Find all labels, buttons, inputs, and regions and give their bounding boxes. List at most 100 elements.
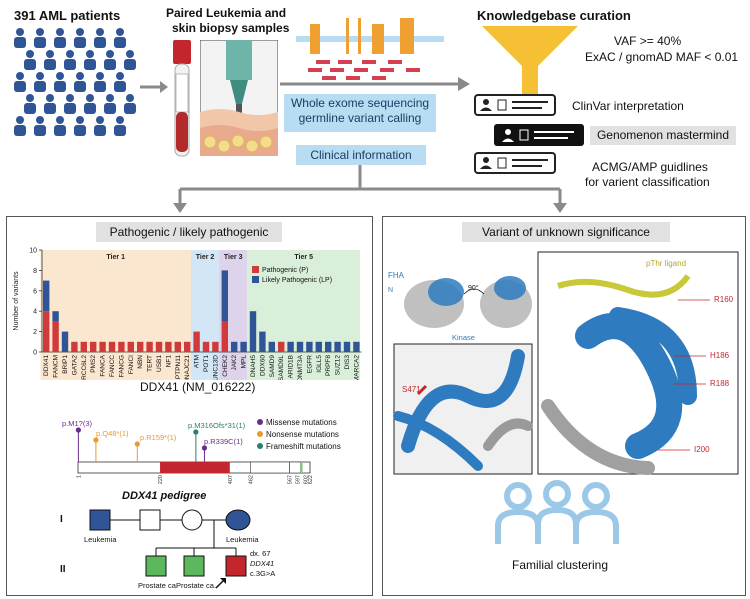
bar-likely-pathogenic <box>249 311 257 352</box>
person-icon <box>34 72 46 92</box>
bar-pathogenic <box>99 341 106 352</box>
x-tick-label: MPL <box>241 355 248 369</box>
person-icon <box>74 72 86 92</box>
bar-pathogenic <box>127 341 134 352</box>
bar-pathogenic <box>90 341 97 352</box>
legend-swatch-pathogenic <box>252 266 259 273</box>
genomenon-doc-icon <box>494 124 584 146</box>
rotation-arrow-icon <box>463 288 485 295</box>
person-head <box>116 28 124 36</box>
residue-label: I200 <box>694 445 710 454</box>
x-tick-label: TERT <box>147 355 154 372</box>
genomenon-box: Genomenon mastermind <box>590 126 736 145</box>
prostate-label: Prostate ca. <box>138 581 178 590</box>
person-icon <box>114 116 126 136</box>
person-head <box>86 50 94 58</box>
bar-likely-pathogenic <box>306 341 313 352</box>
person-head <box>106 94 114 102</box>
bar-likely-pathogenic <box>268 341 275 352</box>
proband-arrow-icon <box>215 579 225 589</box>
position-label: 407 <box>228 475 234 484</box>
bar-pathogenic <box>202 341 210 352</box>
person-head <box>56 116 64 124</box>
person-body <box>44 59 56 70</box>
person-head <box>46 94 54 102</box>
person-icon <box>74 28 86 48</box>
x-tick-label: FANCM <box>53 355 60 378</box>
person-body <box>24 103 36 114</box>
patients-people-icon <box>14 28 136 136</box>
region-a <box>289 461 301 474</box>
bar-pathogenic <box>221 321 228 352</box>
person-head <box>16 116 24 124</box>
beta-sheet-ribbon <box>609 307 697 405</box>
x-tick-label: SAMD9 <box>269 355 276 378</box>
mutation-marker <box>75 427 81 433</box>
x-tick-label: JAK2 <box>231 355 238 371</box>
person-icon <box>64 94 76 114</box>
proband-arrow-head-icon <box>220 578 226 584</box>
tier-label: Tier 1 <box>106 254 125 261</box>
bar-pathogenic <box>193 331 200 352</box>
residue-label: R188 <box>710 379 730 388</box>
x-tick-label: SUZ12 <box>335 355 342 376</box>
helix-ribbon <box>401 349 525 453</box>
mutation-marker <box>193 429 199 435</box>
bar-pathogenic <box>155 341 163 352</box>
tier-label: Tier 5 <box>294 254 313 261</box>
x-tick-label: USB1 <box>156 355 163 372</box>
mutation-marker <box>201 445 208 451</box>
bar-pathogenic <box>52 321 59 352</box>
generation-label: I <box>60 514 63 525</box>
person-body <box>54 81 66 92</box>
ddx41-lollipop-plot: p.M1?(3)p.Q48*(1)p.R159*(1)p.M316Ofs*31(… <box>62 418 341 484</box>
legend-swatch-lp <box>252 276 259 283</box>
bar-likely-pathogenic <box>231 341 238 352</box>
helicase-domain <box>250 461 290 474</box>
x-tick-label: IGLL5 <box>316 355 323 373</box>
x-tick-label: DDX60 <box>259 355 266 376</box>
bar-likely-pathogenic <box>61 331 69 352</box>
person-head <box>66 94 74 102</box>
y-axis-label: Number of variants <box>13 271 20 331</box>
person-icon <box>34 116 46 136</box>
person-body <box>14 125 26 136</box>
person-body <box>124 103 136 114</box>
person-head <box>76 116 84 124</box>
legend-label: Frameshift mutations <box>266 442 341 451</box>
position-label: 462 <box>248 475 254 484</box>
x-tick-label: NBN <box>137 355 144 369</box>
prostate-label: Prostate ca. <box>176 581 216 590</box>
x-tick-label: ARID1B <box>288 355 295 378</box>
person-body <box>14 81 26 92</box>
x-tick-label: PTPN11 <box>175 355 182 379</box>
bar-likely-pathogenic <box>259 331 266 352</box>
unaffected-male <box>139 509 161 531</box>
unaffected-female <box>181 509 203 531</box>
leukemia-label: Leukemia <box>84 535 117 544</box>
bar-likely-pathogenic <box>325 341 332 352</box>
x-tick-label: DIS3 <box>344 355 351 370</box>
person-head <box>106 50 114 58</box>
x-tick-label: GATA2 <box>71 355 78 376</box>
blood-tube-icon <box>173 40 191 157</box>
bar-likely-pathogenic <box>343 341 351 352</box>
patients-title: 391 AML patients <box>14 8 121 23</box>
person-body <box>114 37 126 48</box>
leukemia-label: Leukemia <box>226 535 259 544</box>
x-tick-label: ERCC6L2 <box>81 355 88 380</box>
person-body <box>34 125 46 136</box>
x-tick-label: POT1 <box>203 355 210 372</box>
maf-text: ExAC / gnomAD MAF < 0.01 <box>585 50 739 64</box>
person-icon <box>94 116 106 136</box>
person-body <box>34 37 46 48</box>
proband-text: dx. 67 <box>250 549 270 558</box>
legend-label: Missense mutations <box>266 418 337 427</box>
proband-text: c.3G>A <box>250 569 275 578</box>
pathogenic-panel-title: Pathogenic / likely pathogenic <box>96 222 282 242</box>
x-tick-label: SAMD9L <box>278 355 285 380</box>
wes-box: Whole exome sequencing germline variant … <box>284 94 436 132</box>
person-head <box>96 72 104 80</box>
bar-pathogenic <box>71 341 78 352</box>
skin-biopsy-icon <box>200 40 278 156</box>
